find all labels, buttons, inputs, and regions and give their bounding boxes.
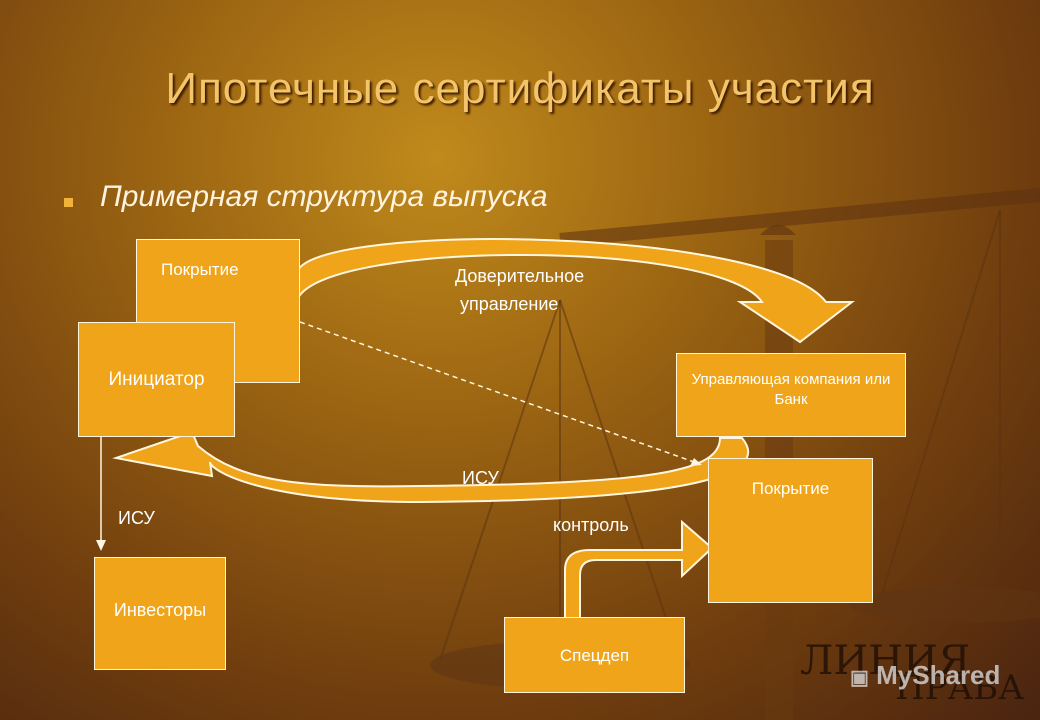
initiator-box: Инициатор: [78, 322, 235, 437]
cover-bottom-box: Покрытие: [708, 458, 873, 603]
trust-management-label-line2: управление: [460, 294, 559, 314]
isu-left-label: ИСУ: [118, 508, 155, 528]
presentation-icon: ▣: [850, 667, 869, 689]
cover-bottom-label: Покрытие: [751, 479, 830, 498]
depositary-box: Спецдеп: [504, 617, 685, 693]
trust-management-label-line1: Доверительное: [455, 266, 585, 286]
isu-return-arrow: [112, 430, 750, 504]
dashed-link-arrowhead: [690, 458, 702, 466]
myshared-badge-text: MyShared: [876, 660, 1001, 690]
slide-title: Ипотечные сертификаты участия: [165, 64, 875, 113]
bullet-text: Примерная структура выпуска: [100, 180, 548, 213]
manager-label: Управляющая компания или Банк: [691, 371, 891, 408]
initiator-label: Инициатор: [108, 369, 205, 390]
investors-box: Инвесторы: [94, 557, 226, 670]
manager-box: Управляющая компания или Банк: [676, 353, 906, 437]
myshared-badge: ▣ MyShared: [850, 660, 1000, 691]
isu-middle-label: ИСУ: [462, 468, 499, 488]
dashed-link: [299, 321, 695, 463]
bullet-marker: [64, 198, 73, 207]
cover-top-label: Покрытие: [161, 260, 239, 279]
control-arrow: [564, 519, 714, 619]
isu-down-arrowhead: [96, 540, 106, 551]
watermark-line1: ЛИНИЯ: [800, 638, 971, 684]
control-label: контроль: [553, 515, 629, 535]
watermark-line2: ПРАВА: [895, 668, 1025, 708]
depositary-label: Спецдеп: [559, 646, 630, 665]
trust-management-arrow: [297, 238, 855, 344]
investors-label: Инвесторы: [113, 600, 207, 620]
